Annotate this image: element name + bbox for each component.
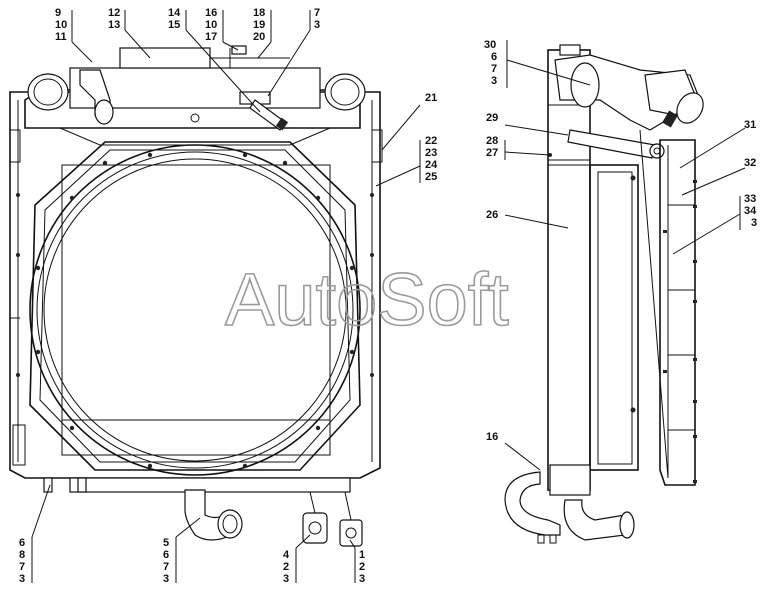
front-frame-outline xyxy=(9,91,381,479)
leader-lines xyxy=(31,10,746,583)
callout-32: 32 xyxy=(744,157,756,169)
callout-31: 31 xyxy=(744,119,756,131)
side-core xyxy=(589,164,639,471)
callout-16-side: 16 xyxy=(486,431,498,443)
watermark: AutoSoft xyxy=(225,258,509,341)
callout-26: 26 xyxy=(486,209,498,221)
callout-21: 21 xyxy=(425,92,437,104)
fan-ring-outer xyxy=(29,144,361,476)
charge-air-cooler xyxy=(659,139,696,486)
ring-bolts xyxy=(16,152,374,469)
side-frame xyxy=(547,49,591,491)
lower-tank xyxy=(69,477,351,493)
side-view xyxy=(504,44,704,544)
callout-29: 29 xyxy=(486,112,498,124)
drain-handle xyxy=(249,99,286,131)
front-view xyxy=(9,45,383,547)
strut xyxy=(567,129,656,159)
fan-shroud xyxy=(29,141,361,471)
side-lower-pipe xyxy=(504,471,561,536)
filler-tank xyxy=(119,47,211,69)
